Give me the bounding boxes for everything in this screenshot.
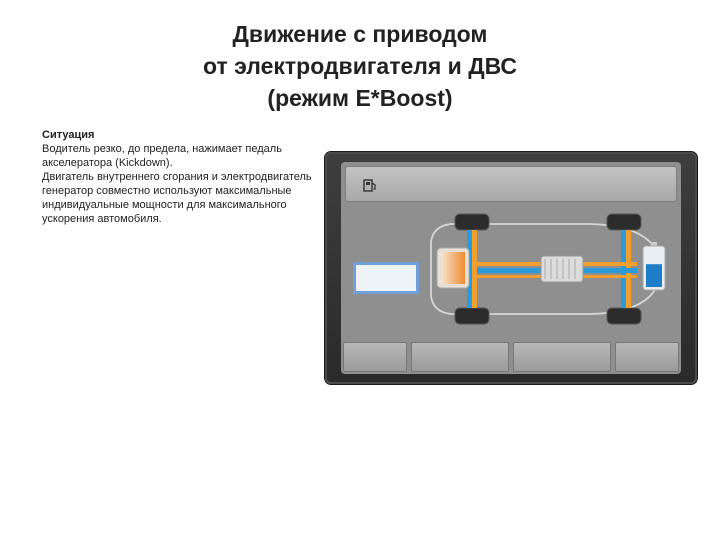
car-schematic [430,213,666,325]
description-line: Водитель резко, до предела, нажимает пед… [42,143,282,155]
description-line: ускорения автомобиля. [42,213,162,225]
description-line: акселератора (Kickdown). [42,157,173,169]
wheel-rear-right [606,307,642,325]
description-line: Двигатель внутреннего сгорания и электро… [42,171,312,183]
info-box [353,262,419,294]
description-line: генератор совместно используют максималь… [42,185,292,197]
electric-motor-icon [540,255,584,283]
wheel-front-left [454,213,490,231]
page-title: Движение с приводом от электродвигателя … [150,18,570,114]
title-line-2: от электродвигателя и ДВС [203,53,517,79]
description-line: индивидуальные мощности для максимальног… [42,199,287,211]
combustion-engine-icon [436,247,470,289]
title-line-1: Движение с приводом [232,21,488,47]
battery-icon [642,242,666,291]
display-button-1[interactable] [343,342,407,372]
display-button-4[interactable] [615,342,679,372]
fuel-pump-icon [363,179,376,192]
display-button-2[interactable] [411,342,509,372]
display-button-3[interactable] [513,342,611,372]
wheel-rear-left [606,213,642,231]
display-status-bar [345,166,677,202]
situation-description: Ситуация Водитель резко, до предела, наж… [42,128,314,226]
situation-heading: Ситуация [42,129,95,141]
wheel-front-right [454,307,490,325]
display-frame [325,152,697,384]
title-line-3: (режим E*Boost) [267,85,453,111]
energy-flow-display [341,162,681,374]
car-body-outline [430,223,660,315]
